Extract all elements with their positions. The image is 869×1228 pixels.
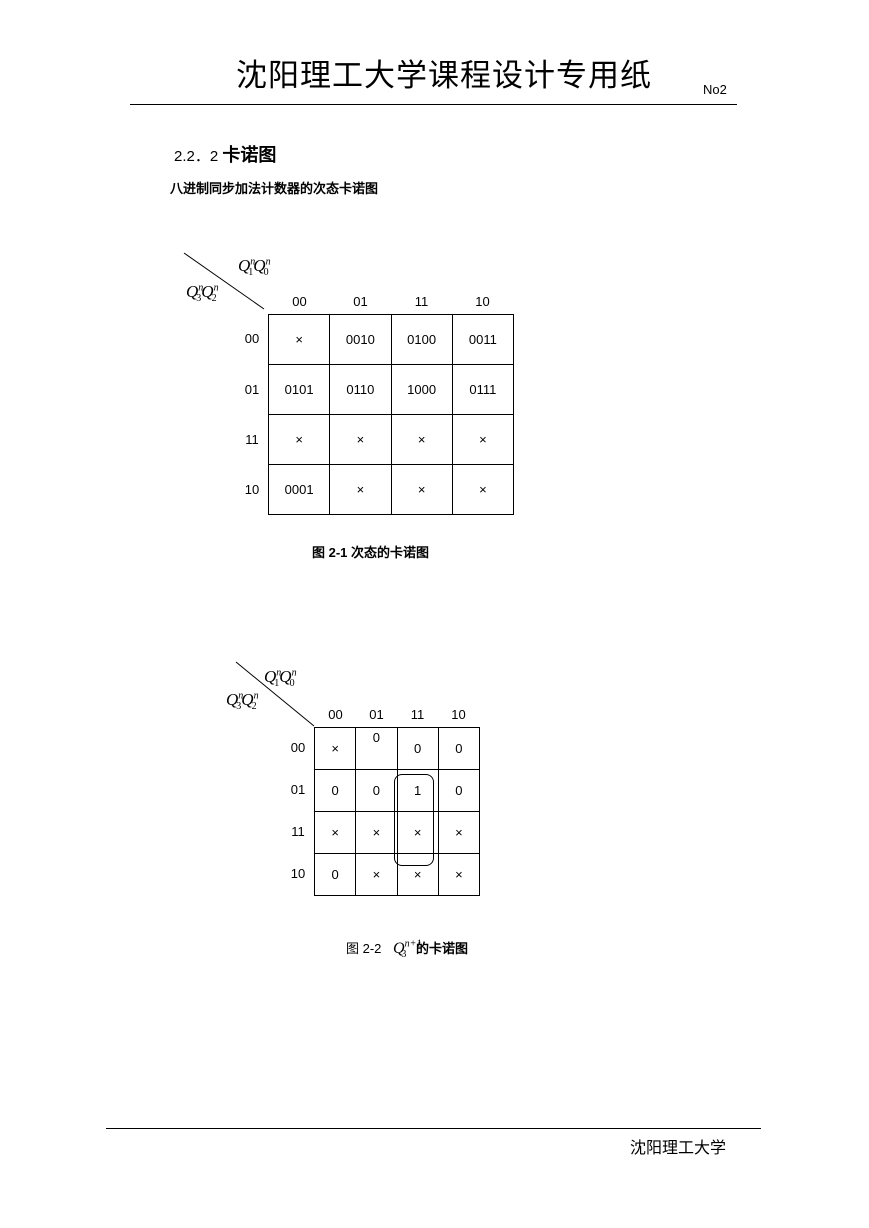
kmap1-cell: 0101 (267, 364, 331, 415)
kmap2-cell: × (355, 853, 398, 896)
kmap1-cell: × (390, 414, 453, 465)
kmap2-col-header: 00 (328, 707, 343, 722)
kmap1-cell: × (329, 464, 392, 515)
page-header-title: 沈阳理工大学课程设计专用纸 (236, 58, 652, 93)
kmap1-cell: × (267, 314, 331, 365)
kmap2-cell: 0 (355, 727, 398, 770)
footer-text: 沈阳理工大学 (630, 1140, 727, 1157)
section-number: 2.2．2 (174, 148, 219, 165)
page-number: No2 (703, 82, 727, 97)
kmap2-caption-suffix: 的卡诺图 (415, 941, 468, 956)
kmap2-row-header: 11 (291, 824, 305, 839)
kmap2-cell: 0 (313, 853, 357, 896)
kmap2-col-header: 01 (369, 707, 384, 722)
kmap1-cell: × (451, 414, 515, 465)
kmap2-col-header: 10 (451, 707, 466, 722)
kmap1-cell: 0011 (451, 314, 515, 365)
kmap1-cell: × (329, 414, 392, 465)
kmap1-cell: 0111 (451, 364, 515, 415)
kmap2-caption: 图 2-2 Qn+13 的卡诺图 (346, 938, 468, 961)
kmap1-cell: × (390, 464, 453, 515)
kmap1-cell: 0010 (329, 314, 392, 365)
kmap1-col-header: 11 (414, 294, 429, 309)
kmap2-corner-diagonal (235, 661, 315, 727)
kmap2-cell: × (437, 853, 481, 896)
kmap2-col-variables: Qn1Qn0 (264, 667, 297, 690)
kmap2-table: × 0 0 0 0 0 1 0 × × × × 0 × × × (313, 727, 481, 896)
kmap2-row-header: 10 (290, 866, 306, 881)
kmap1-cell: × (451, 464, 515, 515)
kmap1-cell: 0001 (267, 464, 331, 515)
footer-rule (106, 1128, 761, 1129)
kmap2-cell: 0 (437, 769, 481, 812)
section-heading: 2.2．2 卡诺图 (174, 141, 276, 167)
kmap2-row-header: 00 (290, 740, 306, 755)
kmap2-row-variables: Qn3Qn2 (226, 690, 259, 713)
section-subtitle: 八进制同步加法计数器的次态卡诺图 (170, 181, 379, 196)
kmap1-row-variables: Qn3Qn2 (186, 282, 219, 305)
kmap2-group-loop (394, 774, 434, 866)
kmap2-cell: × (313, 727, 357, 770)
kmap1-row-header: 00 (244, 331, 260, 346)
kmap2-cell: 0 (437, 727, 481, 770)
kmap1-corner-diagonal (183, 252, 265, 310)
kmap2-row-header: 01 (290, 782, 306, 797)
kmap1-row-header: 10 (244, 482, 260, 497)
kmap2-cell: 0 (355, 769, 398, 812)
kmap2-col-header: 11 (410, 707, 425, 722)
kmap1-row-header: 01 (244, 382, 260, 397)
kmap1-cell: × (267, 414, 331, 465)
kmap1-table: × 0010 0100 0011 0101 0110 1000 0111 × ×… (267, 314, 515, 515)
kmap1-row-header: 11 (245, 432, 259, 447)
kmap1-col-header: 00 (292, 294, 307, 309)
kmap2-cell: × (437, 811, 481, 854)
kmap1-cell: 0110 (329, 364, 392, 415)
kmap2-caption-prefix: 图 2-2 (346, 941, 382, 956)
kmap1-cell: 0100 (390, 314, 453, 365)
kmap1-col-header: 01 (353, 294, 368, 309)
kmap1-col-header: 10 (475, 294, 490, 309)
header-rule (130, 104, 737, 105)
kmap2-cell: × (313, 811, 357, 854)
kmap1-caption: 图 2-1 次态的卡诺图 (312, 545, 430, 560)
kmap1-cell: 1000 (390, 364, 453, 415)
kmap1-col-variables: Qn1Qn0 (238, 256, 271, 279)
kmap2-cell: × (355, 811, 398, 854)
kmap2-caption-variable: Qn+13 (393, 938, 422, 961)
section-title: 卡诺图 (222, 145, 277, 165)
kmap2-cell: 0 (313, 769, 357, 812)
kmap2-cell: 0 (396, 727, 439, 770)
